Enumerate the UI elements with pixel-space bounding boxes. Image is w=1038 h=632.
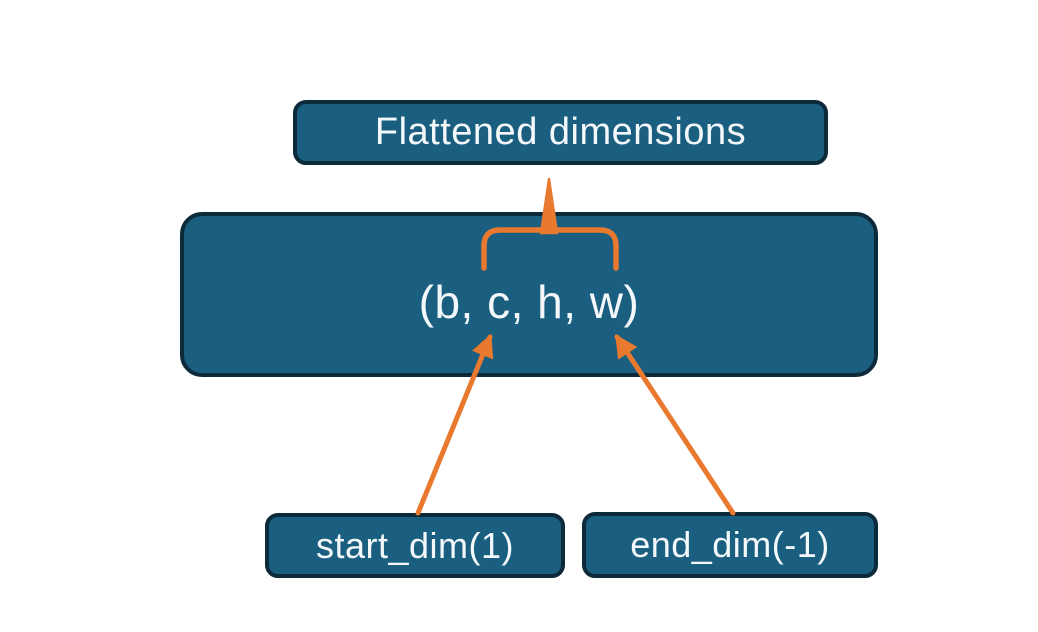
flattened-dimensions-box: Flattened dimensions [293,100,828,165]
end-dim-box: end_dim(-1) [582,512,878,578]
start-dim-box: start_dim(1) [265,513,565,578]
start-dim-label: start_dim(1) [315,524,515,566]
tensor-shape-box: (b, c, h, w) [180,212,878,377]
end-dim-label: end_dim(-1) [630,524,830,565]
tensor-shape-label: (b, c, h, w) [418,275,640,328]
flattened-dimensions-label: Flattened dimensions [374,111,747,153]
